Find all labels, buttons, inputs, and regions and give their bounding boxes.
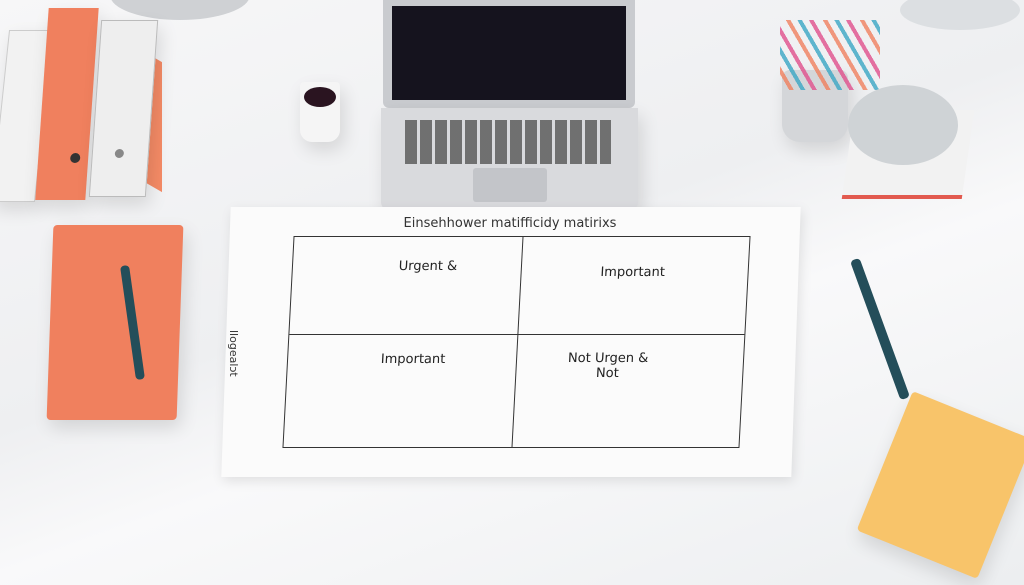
lamp-base-top [110, 0, 250, 20]
cell-important-top-right: Important [600, 265, 666, 280]
matrix-side-label: llogealɔt [227, 330, 240, 377]
cell-important-bottom-left: Important [380, 352, 446, 367]
coffee-mug [300, 82, 340, 142]
cell-not-urgent-not: Not Urgen & Not [567, 351, 649, 381]
trackpad [473, 168, 547, 202]
pen-right [849, 257, 911, 401]
notebook-yellow [856, 391, 1024, 579]
eisenhower-matrix: Urgent & Important Important Not Urgen &… [282, 236, 751, 448]
cell-urgent-important: Urgent & [398, 259, 458, 274]
notebook-orange [46, 225, 184, 420]
matrix-vertical-divider [510, 237, 524, 447]
binder-white [88, 20, 159, 197]
matrix-horizontal-divider [289, 333, 745, 335]
pencils [780, 20, 880, 90]
laptop-screen [383, 0, 635, 108]
lamp-head [900, 0, 1020, 30]
lamp-base [848, 85, 958, 165]
matrix-title: Einsehhower matifficidy matirixs [403, 216, 617, 231]
laptop-keyboard [381, 108, 638, 210]
